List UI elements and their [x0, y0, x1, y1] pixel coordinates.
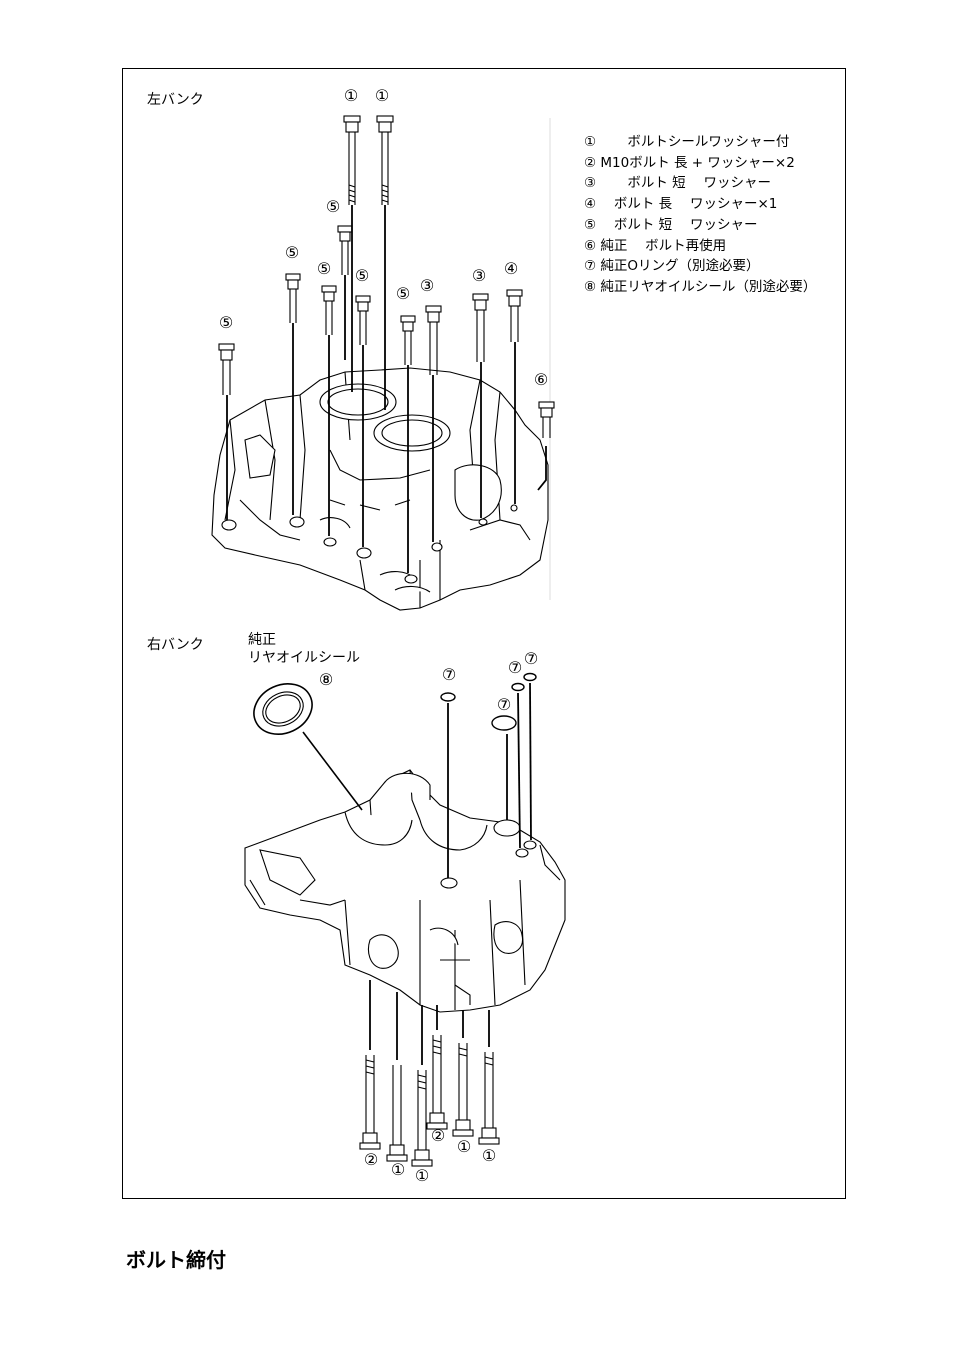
- callout-1: ①: [374, 86, 390, 105]
- callout-5: ⑤: [316, 259, 332, 278]
- rear-seal-label-line1: 純正: [248, 632, 276, 648]
- callout-1: ①: [343, 86, 359, 105]
- section-heading: ボルト締付: [126, 1248, 226, 1272]
- callout-5: ⑤: [395, 284, 411, 303]
- callout-1: ①: [481, 1146, 497, 1165]
- legend-item: ② M10ボルト 長 + ワッシャー×2: [584, 154, 795, 171]
- callout-5: ⑤: [354, 266, 370, 285]
- callout-7: ⑦: [441, 665, 457, 684]
- left-bank-label: 左バンク: [147, 92, 204, 108]
- left-bank-guide-lines: [226, 205, 547, 573]
- legend-item: ③ ボルト 短 ワッシャー: [584, 175, 771, 192]
- callout-4: ④: [503, 259, 519, 278]
- callout-5: ⑤: [218, 313, 234, 332]
- legend-item: ⑧ 純正リヤオイルシール（別途必要）: [584, 278, 817, 295]
- right-bank-bolts: [359, 1035, 500, 1167]
- callout-7: ⑦: [507, 658, 523, 677]
- callout-5: ⑤: [325, 197, 341, 216]
- legend-item: ① ボルトシールワッシャー付: [584, 134, 790, 150]
- callout-3: ③: [419, 276, 435, 295]
- left-bank-bores: [319, 383, 451, 452]
- left-bank-bolts: [218, 115, 555, 438]
- right-bank-guide-lines: [369, 980, 490, 1065]
- callout-7: ⑦: [496, 695, 512, 714]
- callout-2: ②: [363, 1150, 379, 1169]
- callout-1: ①: [456, 1137, 472, 1156]
- callout-6: ⑥: [533, 370, 549, 389]
- right-bank-label: 右バンク: [147, 637, 204, 653]
- callout-3: ③: [471, 266, 487, 285]
- legend-item: ⑤ ボルト 短 ワッシャー: [584, 216, 758, 233]
- right-bank-oring-sockets: [440, 819, 537, 889]
- legend-item: ⑦ 純正Oリング（別途必要）: [584, 258, 760, 275]
- callout-1: ①: [390, 1160, 406, 1179]
- bolt-legend: ① ボルトシールワッシャー付 ② M10ボルト 長 + ワッシャー×2 ③ ボル…: [584, 132, 816, 298]
- callout-7: ⑦: [523, 649, 539, 668]
- callout-8: ⑧: [318, 670, 334, 689]
- left-bank-block: [211, 367, 549, 611]
- callout-2: ②: [430, 1126, 446, 1145]
- o-ring-guide-lines: [447, 682, 532, 878]
- left-bank-bolt-holes: [221, 504, 518, 584]
- rear-seal-label-line2: リヤオイルシール: [248, 650, 360, 666]
- o-rings: [440, 672, 537, 731]
- callout-1: ①: [414, 1166, 430, 1185]
- legend-item: ⑥ 純正 ボルト再使用: [584, 237, 727, 254]
- diagram-frame: [122, 68, 846, 1199]
- right-bank-block: [244, 769, 566, 1013]
- legend-item: ④ ボルト 長 ワッシャー×1: [584, 196, 778, 213]
- callout-5: ⑤: [284, 243, 300, 262]
- rear-oil-seal: [253, 683, 363, 811]
